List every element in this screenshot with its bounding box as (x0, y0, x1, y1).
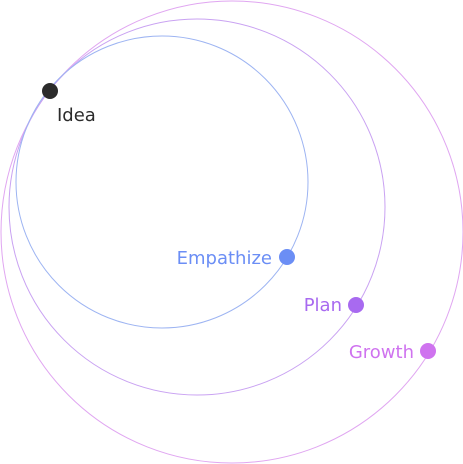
growth-label: Growth (349, 342, 414, 363)
plan-ring (8, 18, 386, 396)
empathize-label: Empathize (177, 248, 272, 269)
idea-label: Idea (57, 105, 96, 126)
empathize-ring (15, 35, 309, 329)
plan-dot (348, 297, 364, 313)
idea-dot (42, 83, 58, 99)
empathize-dot (279, 249, 295, 265)
plan-label: Plan (304, 295, 342, 316)
growth-dot (420, 343, 436, 359)
